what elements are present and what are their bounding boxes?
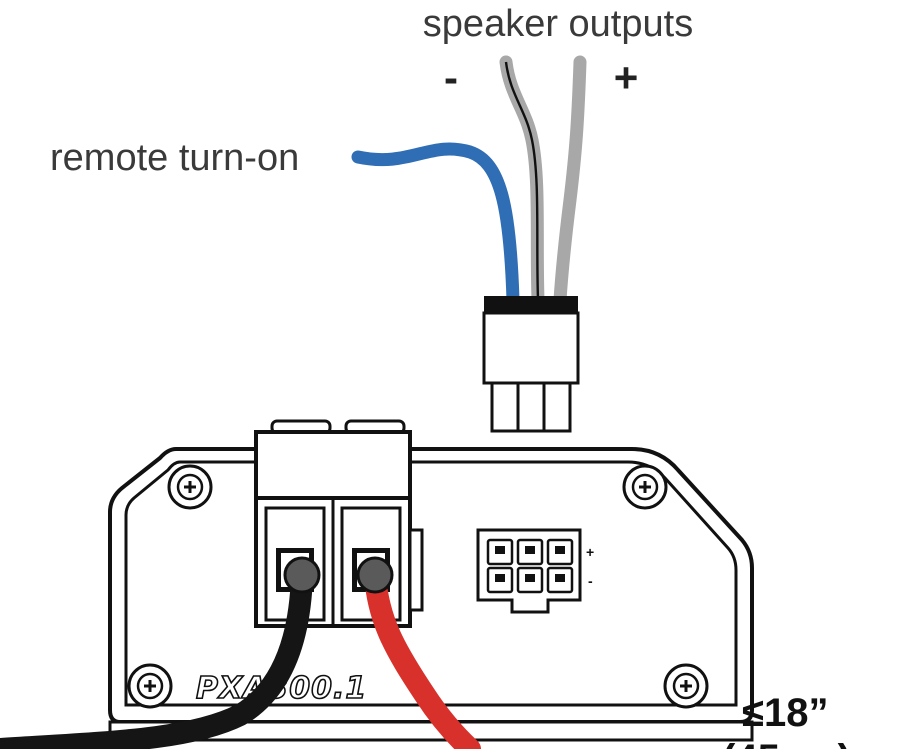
mounting-screw-icon — [167, 464, 213, 510]
ground-cable-end — [283, 556, 321, 594]
harness-plug — [482, 296, 580, 433]
speaker-minus-label: - — [444, 54, 458, 101]
remote-turn-on-label: remote turn-on — [50, 137, 299, 179]
pin-plus-label: + — [586, 544, 594, 560]
plug-body — [482, 311, 580, 385]
speaker-wire-positive — [553, 55, 587, 307]
ground-cable — [0, 564, 313, 749]
power-cable — [364, 564, 481, 749]
speaker-plus-label: + — [614, 54, 639, 101]
speaker-wires — [499, 55, 587, 307]
mounting-screw-icon — [622, 464, 668, 510]
power-cable-end — [356, 556, 394, 594]
length-metric-label: (45cm) — [722, 737, 851, 749]
speaker-outputs-label: speaker outputs — [423, 3, 693, 45]
remote-wire — [351, 142, 520, 307]
plug-pins — [490, 381, 572, 433]
speaker-wire-negative-stripe — [504, 61, 540, 301]
mounting-screw-icon — [663, 663, 709, 709]
power-terminal-block — [254, 419, 424, 628]
mounting-screw-icon — [127, 663, 173, 709]
harness-socket: + - — [476, 528, 594, 614]
plug-top-band — [484, 296, 578, 314]
pin-minus-label: - — [588, 573, 593, 589]
terminal-top — [254, 430, 412, 500]
length-label: ≤18” — [742, 691, 828, 735]
